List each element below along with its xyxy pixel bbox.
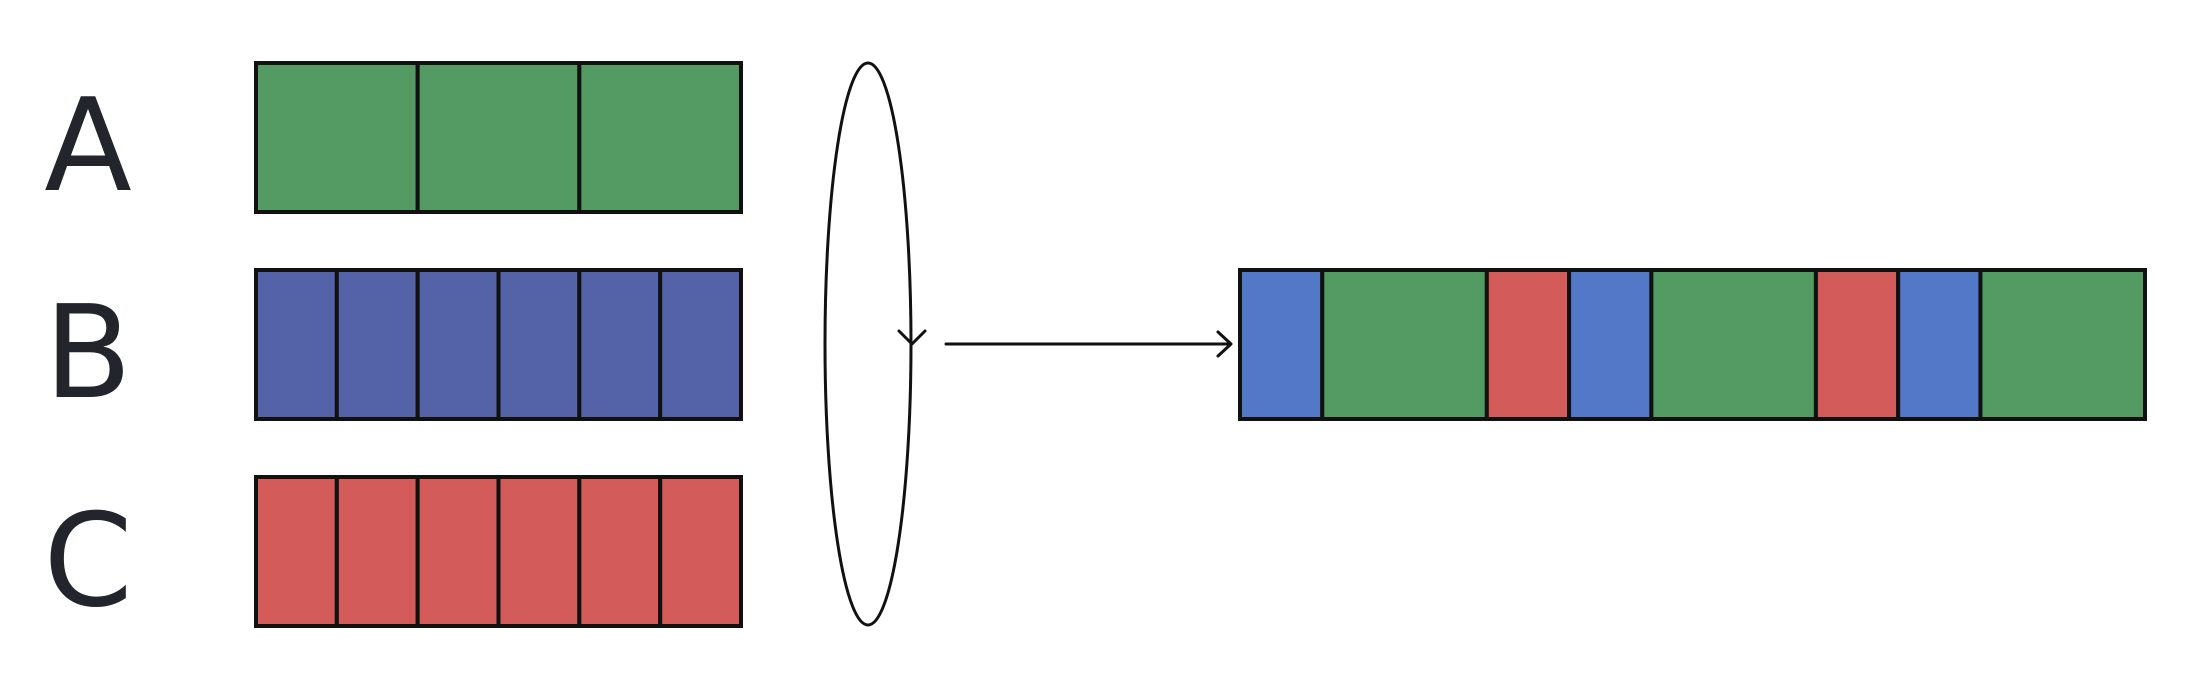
input-segment xyxy=(658,268,744,421)
input-segment xyxy=(334,475,420,628)
output-segment xyxy=(1567,268,1654,421)
output-segment xyxy=(1484,268,1572,421)
input-segment xyxy=(415,475,501,628)
input-segment xyxy=(577,475,663,628)
input-segment xyxy=(415,268,501,421)
input-segment xyxy=(577,61,743,214)
row-label-b: B xyxy=(44,279,132,428)
input-segment xyxy=(254,61,420,214)
input-bar-c xyxy=(254,475,744,628)
input-bar-a xyxy=(254,61,743,214)
output-bar xyxy=(1238,268,2148,421)
input-bar-b xyxy=(254,268,744,421)
input-bar-outline xyxy=(254,475,743,628)
input-segment xyxy=(577,268,663,421)
arrow-head xyxy=(1216,330,1233,358)
input-bar-outline xyxy=(254,61,743,214)
input-segment xyxy=(254,268,339,421)
cycle-arrowhead xyxy=(897,329,927,346)
input-segment xyxy=(254,475,339,628)
right-arrow-icon xyxy=(944,330,1233,358)
row-label-a: A xyxy=(44,72,132,221)
input-segment xyxy=(334,268,420,421)
output-bar-outline xyxy=(1238,268,2147,421)
input-segment xyxy=(496,268,582,421)
input-bars xyxy=(254,61,744,628)
input-segment xyxy=(415,61,582,214)
output-segment xyxy=(1978,268,2148,421)
output-segment xyxy=(1320,268,1489,421)
input-segment xyxy=(496,475,582,628)
input-segment xyxy=(658,475,744,628)
row-label-c: C xyxy=(43,487,132,636)
input-bar-outline xyxy=(254,268,743,421)
output-segment xyxy=(1238,268,1325,421)
cycle-ellipse-icon xyxy=(823,61,927,627)
row-labels: A B C xyxy=(43,72,132,636)
cycle-ellipse xyxy=(823,61,913,627)
output-segment xyxy=(1813,268,1901,421)
output-segment xyxy=(1649,268,1818,421)
output-segment xyxy=(1896,268,1983,421)
